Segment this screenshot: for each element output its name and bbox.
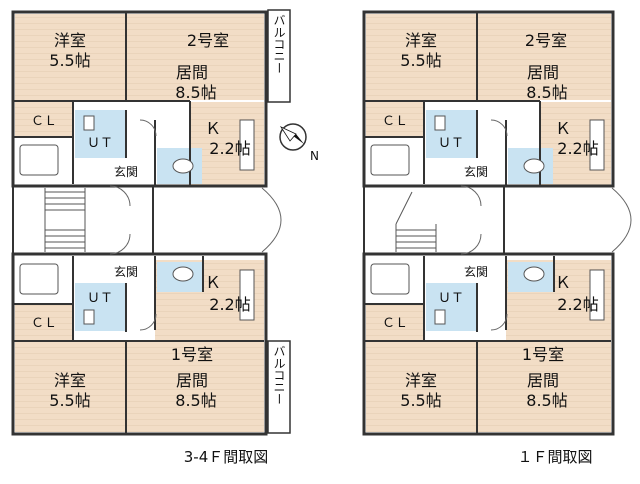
label-living-room-lower: 居間 [176, 371, 208, 390]
label-entrance-lower: 玄関 [114, 264, 138, 279]
label-western-size-lower-1f: 5.5帖 [400, 391, 441, 410]
label-unit-name-lower-1f: 1号室 [522, 345, 564, 364]
western-room-upper-1f [366, 14, 476, 100]
label-western-room-lower-1f: 洋室 [405, 371, 437, 390]
utility-lower [75, 283, 125, 331]
utility-upper-1f [426, 110, 476, 158]
fixtures-3-4f [19, 115, 255, 325]
label-closet-lower: ＣＬ [31, 316, 57, 331]
label-living-size-lower: 8.5帖 [175, 391, 216, 410]
label-living-size-upper: 8.5帖 [175, 83, 216, 102]
label-utility-upper: ＵＴ [87, 136, 113, 151]
fixtures-1f [370, 115, 605, 325]
label-closet-upper-1f: ＣＬ [382, 114, 408, 129]
compass-rose [279, 123, 307, 151]
label-western-size-upper: 5.5帖 [49, 51, 90, 70]
entrance-upper [103, 160, 155, 182]
label-kitchen-size-upper-1f: 2.2帖 [557, 139, 598, 158]
walls-3-4f [11, 10, 268, 436]
label-western-size-lower: 5.5帖 [49, 391, 90, 410]
label-kitchen-size-lower-1f: 2.2帖 [557, 295, 598, 314]
label-unit-name-upper: 2号室 [187, 31, 229, 50]
label-western-room-upper: 洋室 [54, 31, 86, 50]
closet-upper-1f [366, 102, 423, 136]
label-kitchen-size-lower: 2.2帖 [209, 295, 250, 314]
living-room-upper [127, 14, 264, 100]
label-living-size-lower-1f: 8.5帖 [526, 391, 567, 410]
label-balcony-upper: バルコニー [272, 14, 286, 74]
label-entrance-upper: 玄関 [114, 164, 138, 179]
label-living-room-upper: 居間 [176, 63, 208, 82]
closet-upper [15, 102, 72, 136]
label-western-room-upper-1f: 洋室 [405, 31, 437, 50]
label-entrance-lower-1f: 玄関 [464, 264, 488, 279]
stairs-1f [395, 191, 437, 252]
western-room-lower-1f [366, 342, 476, 432]
label-kitchen-upper: Ｋ [205, 119, 221, 138]
label-unit-name-lower: 1号室 [171, 345, 213, 364]
caption-3-4f: 3-4Ｆ間取図 [184, 448, 269, 466]
label-unit-name-upper-1f: 2号室 [525, 31, 567, 50]
utility-upper [75, 110, 125, 158]
closet-lower [15, 305, 72, 341]
label-balcony-lower: バルコニー [272, 345, 286, 405]
label-utility-upper-1f: ＵＴ [438, 136, 464, 151]
label-compass-north: N [310, 149, 319, 163]
door-swings-1f [460, 119, 632, 331]
label-utility-lower-1f: ＵＴ [438, 291, 464, 306]
label-utility-lower: ＵＴ [87, 291, 113, 306]
balcony-lower-box [267, 340, 291, 434]
label-entrance-upper-1f: 玄関 [464, 164, 488, 179]
label-kitchen-size-upper: 2.2帖 [209, 139, 250, 158]
living-room-lower-1f [478, 342, 611, 432]
label-closet-upper: ＣＬ [31, 114, 57, 129]
walls-1f [362, 10, 615, 436]
stairs-3-4f [44, 188, 86, 252]
label-living-room-lower-1f: 居間 [527, 371, 559, 390]
balcony-upper-box [267, 9, 291, 103]
label-closet-lower-1f: ＣＬ [382, 316, 408, 331]
door-swings-3-4f [109, 119, 282, 331]
plan-1f: 洋室 5.5帖 2号室 居間 8.5帖 Ｋ 2.2帖 ＣＬ ＵＴ 玄関 洋室 5… [362, 10, 632, 466]
living-room-lower [127, 342, 264, 432]
closet-lower-1f [366, 305, 423, 341]
label-living-size-upper-1f: 8.5帖 [526, 83, 567, 102]
label-kitchen-lower-1f: Ｋ [555, 273, 571, 292]
utility-lower-1f [426, 283, 476, 331]
western-room-lower [15, 342, 125, 432]
label-kitchen-upper-1f: Ｋ [555, 119, 571, 138]
label-western-room-lower: 洋室 [54, 371, 86, 390]
label-western-size-upper-1f: 5.5帖 [400, 51, 441, 70]
label-kitchen-lower: Ｋ [205, 273, 221, 292]
caption-1f: １Ｆ間取図 [517, 448, 592, 466]
living-room-upper-1f [478, 14, 611, 100]
label-living-room-upper-1f: 居間 [527, 63, 559, 82]
western-room-upper [15, 14, 125, 100]
plan-3-4f: 洋室 5.5帖 2号室 居間 8.5帖 Ｋ 2.2帖 ＣＬ ＵＴ 玄関 洋室 5… [11, 9, 319, 466]
